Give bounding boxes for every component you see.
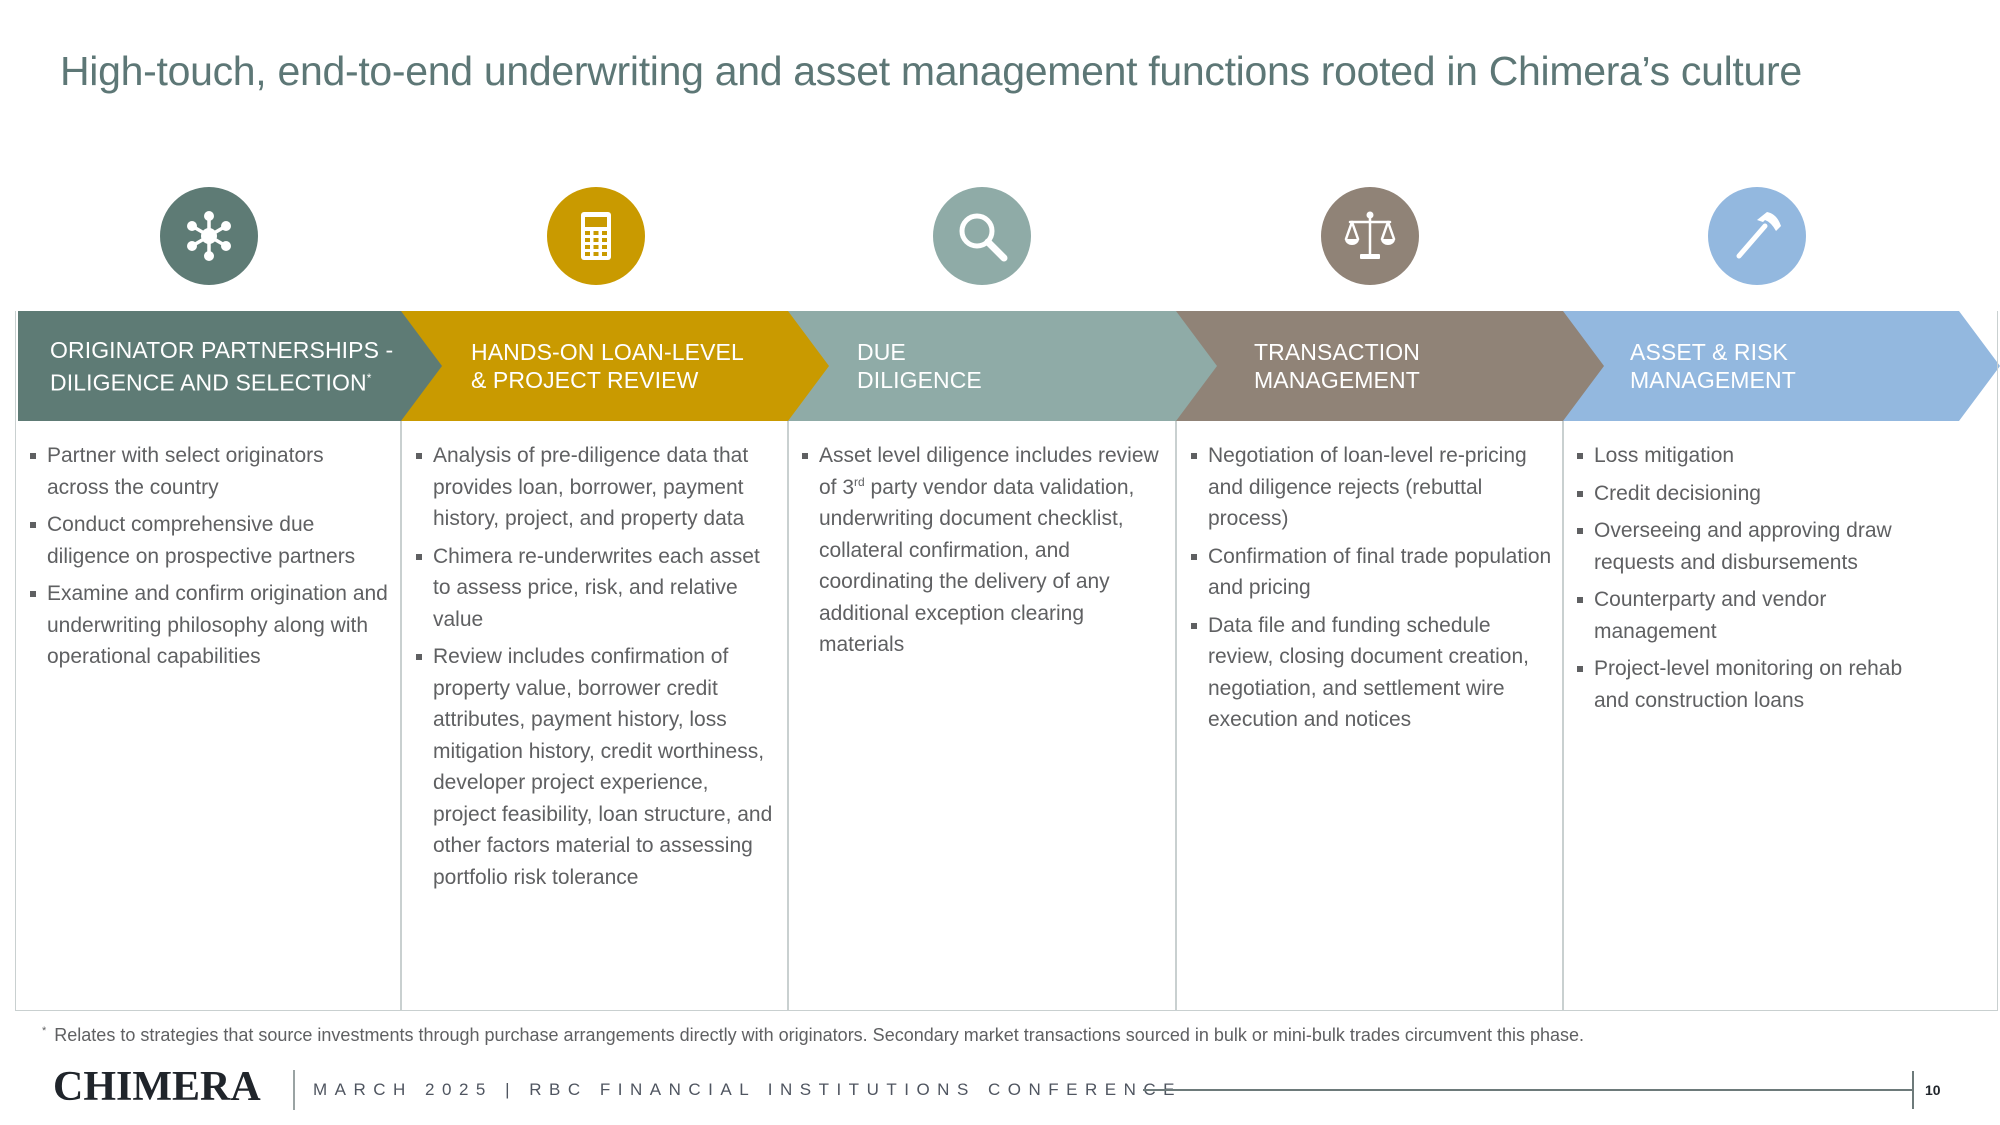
footer-rule <box>1143 1089 1913 1091</box>
phase-originator-line1: ORIGINATOR PARTNERSHIPS - <box>50 336 394 363</box>
list-item: Data file and funding schedule review, c… <box>1190 610 1555 736</box>
chimera-logo: CHIMERA <box>53 1064 261 1110</box>
list-item: Conduct comprehensive due diligence on p… <box>29 509 389 572</box>
list-item: Overseeing and approving draw requests a… <box>1576 515 1938 578</box>
phase-asset-risk-arrow: ASSET & RISK MANAGEMENT <box>1563 311 2000 421</box>
page-number: 10 <box>1925 1082 1941 1098</box>
column-divider <box>1562 421 1564 1011</box>
loan-review-bullets: Analysis of pre-diligence data that prov… <box>415 440 777 899</box>
phase-loan-review-line1: HANDS-ON LOAN-LEVEL <box>471 339 744 365</box>
phase-due-diligence-arrow: DUE DILIGENCE <box>788 311 1231 421</box>
due-diligence-bullets: Asset level diligence includes review of… <box>801 440 1159 667</box>
list-item: Confirmation of final trade population a… <box>1190 541 1555 604</box>
footer-separator <box>293 1070 295 1110</box>
phase-asset-risk-line1: ASSET & RISK <box>1630 339 1788 365</box>
phase-originator-line2: DILIGENCE AND SELECTION* <box>50 369 372 396</box>
column-divider <box>400 421 402 1011</box>
phase-transaction-arrow: TRANSACTION MANAGEMENT <box>1176 311 1617 421</box>
list-item: Analysis of pre-diligence data that prov… <box>415 440 777 535</box>
hammer-icon <box>1708 187 1806 285</box>
transaction-bullets: Negotiation of loan-level re-pricing and… <box>1190 440 1555 742</box>
asset-risk-bullets: Loss mitigation Credit decisioning Overs… <box>1576 440 1938 722</box>
list-item: Credit decisioning <box>1576 478 1938 510</box>
originator-bullets: Partner with select originators across t… <box>29 440 389 679</box>
page-title: High-touch, end-to-end underwriting and … <box>60 48 1802 94</box>
calculator-icon <box>547 187 645 285</box>
list-item: Project-level monitoring on rehab and co… <box>1576 653 1938 716</box>
column-divider <box>1175 421 1177 1011</box>
phase-originator-arrow: ORIGINATOR PARTNERSHIPS - DILIGENCE AND … <box>18 311 455 421</box>
list-item: Loss mitigation <box>1576 440 1938 472</box>
phase-due-diligence-line1: DUE <box>857 339 906 365</box>
phase-asset-risk-line2: MANAGEMENT <box>1630 367 1796 393</box>
phase-transaction-line2: MANAGEMENT <box>1254 367 1420 393</box>
content-frame <box>15 311 1998 1011</box>
list-item: Negotiation of loan-level re-pricing and… <box>1190 440 1555 535</box>
footer-rule-end <box>1912 1071 1914 1109</box>
footnote-marker: * <box>366 370 372 385</box>
list-item: Examine and confirm origination and unde… <box>29 578 389 673</box>
footnote-mark: * <box>42 1025 47 1037</box>
list-item: Partner with select originators across t… <box>29 440 389 503</box>
footnote-text: Relates to strategies that source invest… <box>54 1025 1584 1045</box>
scales-icon <box>1321 187 1419 285</box>
footnote: * Relates to strategies that source inves… <box>42 1025 1584 1046</box>
magnifier-icon <box>933 187 1031 285</box>
network-icon <box>160 187 258 285</box>
conference-label: MARCH 2025 | RBC FINANCIAL INSTITUTIONS … <box>313 1080 1183 1099</box>
phase-loan-review-arrow: HANDS-ON LOAN-LEVEL & PROJECT REVIEW <box>401 311 842 421</box>
list-item: Review includes confirmation of property… <box>415 641 777 893</box>
list-item: Counterparty and vendor management <box>1576 584 1938 647</box>
list-item: Asset level diligence includes review of… <box>801 440 1159 661</box>
column-divider <box>787 421 789 1011</box>
phase-loan-review-line2: & PROJECT REVIEW <box>471 367 699 393</box>
phase-due-diligence-line2: DILIGENCE <box>857 367 982 393</box>
phase-transaction-line1: TRANSACTION <box>1254 339 1420 365</box>
list-item: Chimera re-underwrites each asset to ass… <box>415 541 777 636</box>
